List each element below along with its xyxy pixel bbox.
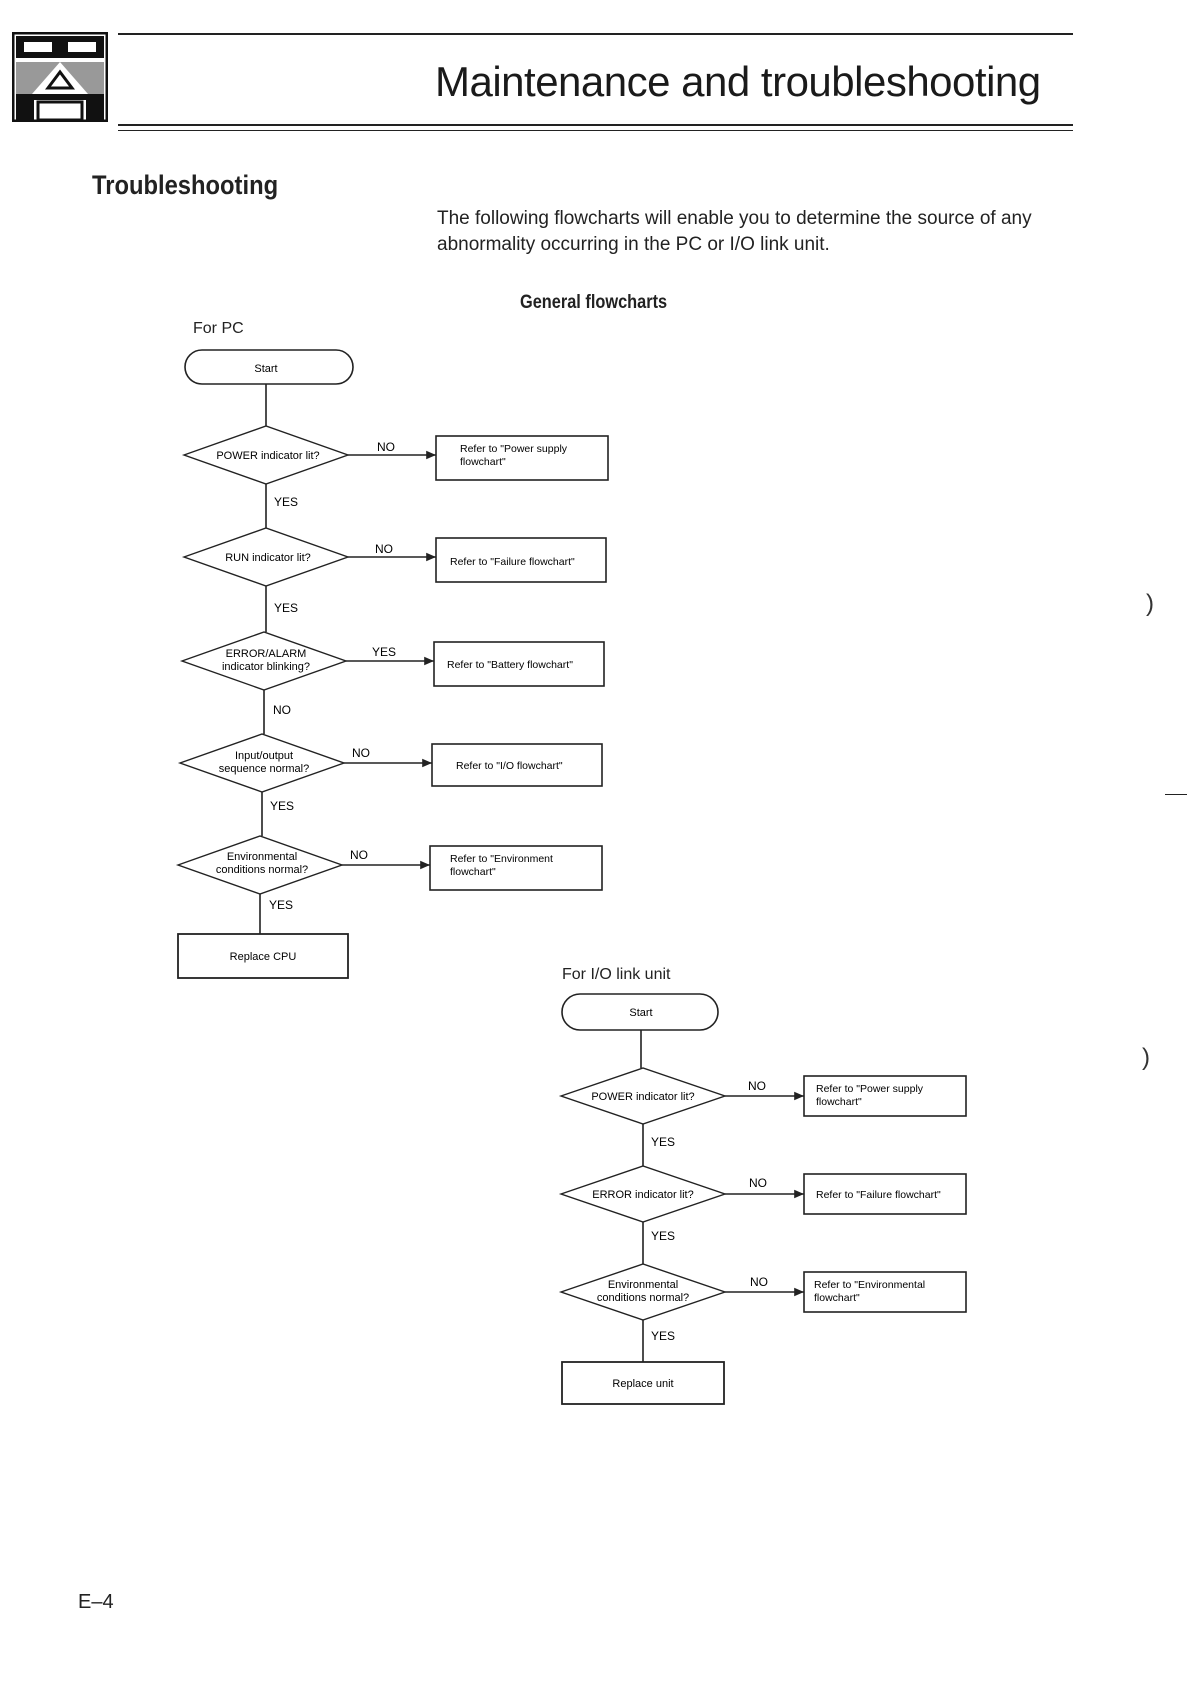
margin-mark: )	[1142, 1044, 1150, 1071]
pc-decision-error-alarm: ERROR/ALARM indicator blinking? YES Refe…	[179, 631, 605, 734]
margin-dash	[1165, 794, 1187, 795]
svg-text:flowchart": flowchart"	[816, 1096, 862, 1108]
chapter-title: Maintenance and troubleshooting	[435, 58, 1041, 105]
svg-text:conditions normal?: conditions normal?	[597, 1292, 689, 1304]
svg-text:NO: NO	[748, 1079, 766, 1093]
svg-text:Replace unit: Replace unit	[612, 1378, 673, 1390]
svg-text:POWER indicator lit?: POWER indicator lit?	[591, 1091, 694, 1103]
svg-text:flowchart": flowchart"	[450, 866, 496, 878]
subheading-general-flowcharts: General flowcharts	[520, 292, 668, 313]
svg-text:flowchart": flowchart"	[460, 456, 506, 468]
svg-text:Refer to "Power supply: Refer to "Power supply	[816, 1083, 924, 1095]
svg-text:YES: YES	[651, 1135, 675, 1149]
svg-text:NO: NO	[352, 746, 370, 760]
io-decision-power: POWER indicator lit? NO Refer to "Power …	[558, 1067, 967, 1166]
svg-text:NO: NO	[377, 440, 395, 454]
svg-text:NO: NO	[749, 1176, 767, 1190]
header-bottom-rule-thin	[118, 130, 1073, 131]
svg-text:YES: YES	[372, 645, 396, 659]
svg-text:Refer to "I/O flowchart": Refer to "I/O flowchart"	[456, 760, 563, 772]
svg-text:Replace CPU: Replace CPU	[230, 951, 297, 963]
io-decision-environment: Environmental conditions normal? NO Refe…	[558, 1263, 967, 1362]
pc-decision-io-sequence: Input/output sequence normal? NO Refer t…	[177, 733, 603, 836]
svg-text:Refer to "Environment: Refer to "Environment	[450, 853, 553, 865]
svg-text:YES: YES	[269, 898, 293, 912]
svg-text:NO: NO	[350, 848, 368, 862]
svg-text:Refer to "Environmental: Refer to "Environmental	[814, 1279, 925, 1291]
svg-text:NO: NO	[375, 542, 393, 556]
pc-action-power-box	[435, 435, 609, 481]
svg-text:Refer to "Battery flowchart": Refer to "Battery flowchart"	[447, 659, 573, 671]
pc-flowchart-caption: For PC	[193, 320, 244, 337]
io-flowchart-caption: For I/O link unit	[562, 966, 671, 983]
pc-end-box: Replace CPU	[177, 933, 349, 979]
svg-text:YES: YES	[274, 601, 298, 615]
svg-text:YES: YES	[274, 495, 298, 509]
svg-text:Environmental: Environmental	[227, 851, 297, 863]
svg-text:sequence normal?: sequence normal?	[219, 763, 310, 775]
header-top-rule	[118, 33, 1073, 35]
svg-text:indicator blinking?: indicator blinking?	[222, 661, 310, 673]
svg-text:YES: YES	[651, 1229, 675, 1243]
svg-text:conditions normal?: conditions normal?	[216, 864, 308, 876]
io-decision-error: ERROR indicator lit? NO Refer to "Failur…	[558, 1165, 967, 1264]
pc-decision-environment: Environmental conditions normal? NO Refe…	[175, 835, 603, 934]
margin-mark: )	[1146, 590, 1154, 617]
page-number: E–4	[78, 1591, 114, 1613]
io-end-box: Replace unit	[561, 1361, 725, 1405]
svg-text:Environmental: Environmental	[608, 1279, 678, 1291]
svg-text:YES: YES	[270, 799, 294, 813]
io-start-terminal: Start	[561, 993, 719, 1031]
svg-text:Start: Start	[629, 1007, 652, 1019]
svg-text:ERROR indicator lit?: ERROR indicator lit?	[592, 1189, 693, 1201]
svg-text:Input/output: Input/output	[235, 750, 293, 762]
svg-text:Refer to "Power supply: Refer to "Power supply	[460, 443, 568, 455]
intro-paragraph: The following flowcharts will enable you…	[437, 208, 1032, 255]
svg-text:YES: YES	[651, 1329, 675, 1343]
section-title: Troubleshooting	[92, 170, 279, 200]
svg-text:NO: NO	[750, 1275, 768, 1289]
svg-text:flowchart": flowchart"	[814, 1292, 860, 1304]
pc-start-label: Start	[254, 363, 277, 375]
pc-decision-power: POWER indicator lit? NO Refer to "Power …	[181, 425, 609, 528]
svg-text:Refer to "Failure flowchart": Refer to "Failure flowchart"	[816, 1189, 941, 1201]
header-bottom-rule	[118, 124, 1073, 126]
svg-text:RUN indicator lit?: RUN indicator lit?	[225, 552, 311, 564]
chapter-logo-icon	[11, 31, 109, 123]
pc-start-terminal: Start	[184, 349, 354, 385]
svg-text:ERROR/ALARM: ERROR/ALARM	[226, 648, 307, 660]
svg-text:POWER indicator lit?: POWER indicator lit?	[216, 450, 319, 462]
pc-decision-run: RUN indicator lit? NO Refer to "Failure …	[181, 527, 607, 632]
svg-text:NO: NO	[273, 703, 291, 717]
svg-text:Refer to "Failure flowchart": Refer to "Failure flowchart"	[450, 556, 575, 568]
